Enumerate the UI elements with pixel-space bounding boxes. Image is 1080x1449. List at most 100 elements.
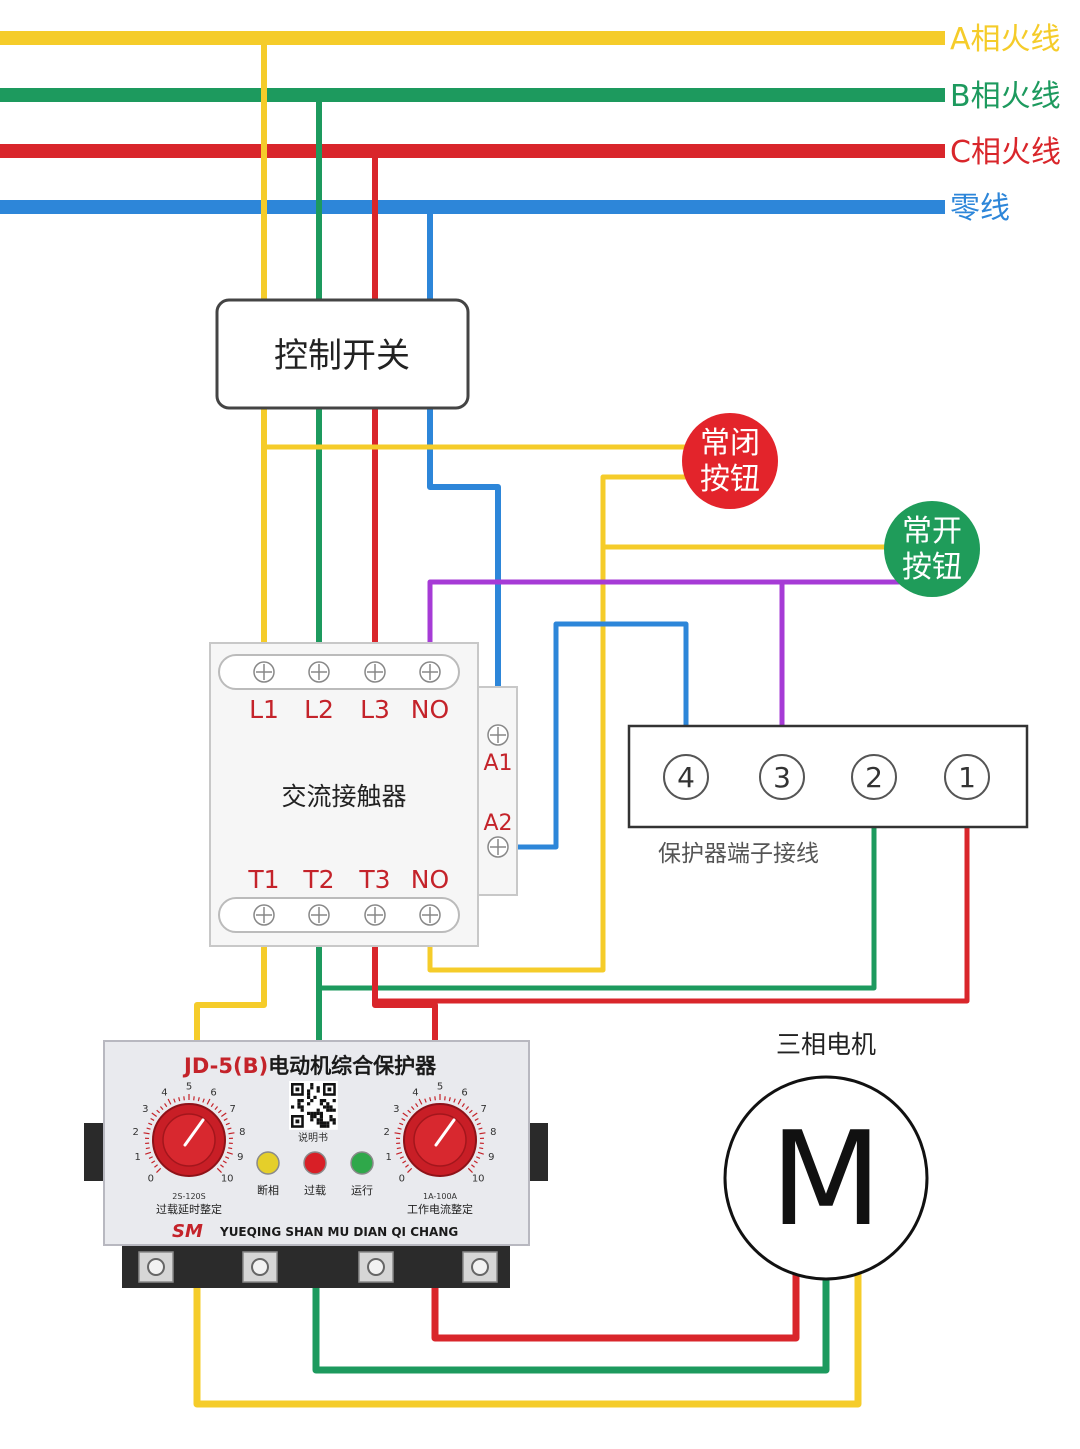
right-dial-tick [476,1156,481,1159]
right-dial-tick [405,1164,409,1168]
no-button-line1: 常开 [902,514,962,549]
status-leds: 断相 过载 运行 [256,1151,374,1197]
left-dial-tick [225,1156,230,1159]
right-dial-tick [471,1164,475,1168]
terminal-2-label: 2 [865,761,883,794]
contactor-bottom-labels: T1 T2 T3 NO [247,865,449,894]
qr-module [316,1086,320,1090]
left-dial-tick [210,1103,214,1108]
qr-module [300,1108,304,1112]
left-dial-number: 8 [239,1127,245,1138]
control-switch: 控制开关 [215,298,470,410]
left-dial-tick [151,1160,156,1164]
output-clamp-4 [462,1251,498,1283]
motor-symbol: M [770,1103,882,1255]
right-dial-tick [394,1132,401,1135]
qr-module [323,1121,327,1125]
qr-module [323,1099,327,1103]
brand-logo: SM [172,1221,203,1242]
right-dial-tick [472,1112,478,1117]
terminal-2 [851,754,897,800]
left-dial-tick [164,1103,168,1108]
qr-module [307,1095,311,1099]
qr-module [307,1111,311,1115]
left-dial-tick [225,1122,230,1126]
left-dial-tick [154,1164,158,1168]
qr-module [300,1099,304,1103]
left-dial-tick [220,1164,224,1168]
nc-button-circle[interactable] [682,413,778,509]
no-button[interactable]: 常开 按钮 [884,501,980,597]
right-dial-tick [474,1117,479,1121]
qr-module [307,1102,311,1106]
qr-module [319,1124,323,1128]
qr-finder-dot [295,1087,300,1092]
qr-module [307,1092,311,1096]
contactor-top-strip [218,654,460,690]
wire-t3-to-protector [372,915,438,1040]
right-dial-tick [468,1109,473,1114]
left-dial-number: 4 [161,1087,167,1098]
wire-protector-to-motor-red [431,1262,800,1342]
wire-t1-to-protector [194,915,267,1040]
screw-bottom-crosses [256,907,438,923]
qr-module [319,1115,323,1119]
right-dial-tick [399,1156,404,1159]
right-dial-tick [461,1103,465,1108]
right-dial-tick [401,1117,406,1121]
label-t3: T3 [358,865,390,894]
contactor-coil-side [477,686,518,896]
left-dial-tick [145,1147,150,1150]
bus-label-n: 零线 [950,191,1010,226]
contactor-title: 交流接触器 [281,782,406,811]
nc-button-line2: 按钮 [700,462,760,497]
left-dial-tick [150,1117,155,1121]
right-dial-number: 9 [488,1152,494,1163]
qr-module [329,1118,333,1122]
led-overload-label: 过载 [304,1184,326,1197]
left-dial-tick [227,1127,232,1130]
protector-model: JD-5(B)电动机综合保护器 [182,1054,437,1078]
bus-label-a: A相火线 [950,22,1061,57]
contactor-top-screws [253,661,441,683]
nc-button[interactable]: 常闭 按钮 [682,413,778,509]
bus-lines [0,31,945,214]
qr-module [326,1105,330,1109]
protector-name: 电动机综合保护器 [268,1054,437,1078]
left-dial-tick [167,1098,172,1105]
qr-module [319,1118,323,1122]
protector-left-tab [84,1123,106,1181]
right-dial-tick [467,1167,473,1173]
left-dial-number: 6 [210,1087,216,1098]
qr-module [313,1115,317,1119]
contactor-coil-labels: A1 A2 [483,751,512,836]
qr-module [316,1121,320,1125]
output-screw-3 [367,1258,385,1276]
right-dial-number: 3 [393,1104,399,1115]
qr-module [319,1099,323,1103]
label-no-bottom: NO [411,865,449,894]
right-dial-tick [399,1122,404,1126]
bus-label-c: C相火线 [950,135,1061,170]
no-button-circle[interactable] [884,501,980,597]
left-dial-tick [216,1167,222,1173]
qr-module [310,1111,314,1115]
right-dial-tick [448,1097,451,1102]
left-dial-tick [223,1117,228,1121]
left-dial-tick [156,1167,162,1173]
led-running-label: 运行 [351,1184,373,1197]
qr-module [307,1089,311,1093]
brand-text: YUEQING SHAN MU DIAN QI CHANG [219,1225,458,1239]
contactor: L1 L2 L3 NO T1 T2 T3 NO A1 A2 交流接触器 [209,642,518,947]
qr-module [323,1105,327,1109]
right-dial-number: 7 [480,1104,486,1115]
qr-finder-dot [327,1087,332,1092]
right-dial-tick [396,1147,401,1150]
qr-module [326,1108,330,1112]
qr-module [310,1118,314,1122]
qr-module [332,1099,336,1103]
